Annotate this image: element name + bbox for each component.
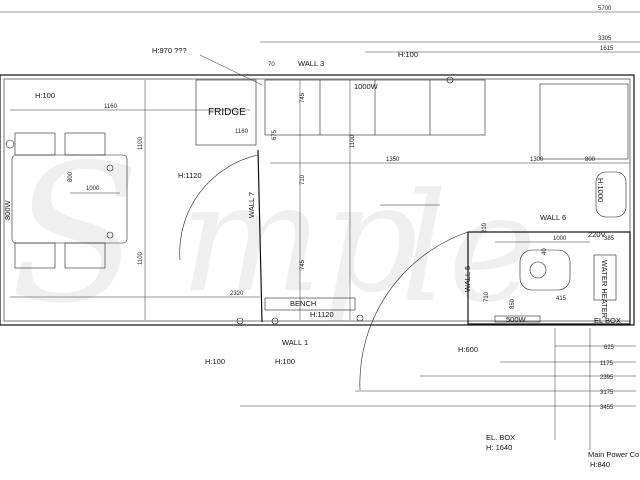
chair-3 <box>14 242 56 269</box>
dim-745-b: 745 <box>300 259 306 270</box>
watt-top: 1000W <box>354 82 379 91</box>
bench-box <box>264 297 356 311</box>
toilet-bowl <box>529 261 547 279</box>
wall-7-line <box>257 149 263 323</box>
wall-1-label: WALL 1 <box>282 338 308 347</box>
dim-1100-c: 1100 <box>350 134 356 148</box>
main-power-height: H:840 <box>590 460 610 469</box>
height-bottom-mid: H:100 <box>275 357 295 366</box>
outer-wall-inner <box>3 78 631 322</box>
water-heater-box <box>593 254 617 301</box>
dim-1160: 1160 <box>104 104 118 110</box>
dim-850: 850 <box>510 298 516 309</box>
dim-210: 210 <box>482 222 488 233</box>
watt-bottom: 500W <box>506 315 527 324</box>
outlet-icon-bottom-left <box>236 317 244 325</box>
shower-tray <box>539 83 629 160</box>
voltage-label: 220V <box>588 230 606 239</box>
upper-dim-label-a: 3305 <box>598 36 612 42</box>
chair-2 <box>64 132 106 156</box>
fridge-box <box>195 79 257 146</box>
dim-40: 40 <box>542 248 548 255</box>
sink <box>595 171 627 218</box>
dim-415: 415 <box>556 296 567 302</box>
dim-1100-a: 1100 <box>138 136 144 150</box>
door-arc-right <box>359 231 469 391</box>
right-dim-625: 625 <box>604 345 615 351</box>
el-box-note: EL. BOX <box>486 433 515 442</box>
outlet-icon-bench <box>356 314 364 322</box>
overall-dim-label: 5700 <box>598 6 612 12</box>
bench-label: BENCH <box>290 299 316 308</box>
el-box-small-label: EL BOX <box>594 316 621 325</box>
upper-dim-label-b: 1615 <box>600 46 614 52</box>
dim-745-a: 745 <box>300 92 306 103</box>
outlet-icon-bottom-mid <box>271 317 279 325</box>
dim-70: 70 <box>268 62 275 68</box>
right-dim-1175: 1175 <box>600 361 614 367</box>
watermark: S <box>10 124 140 345</box>
dim-800-b: 800 <box>585 157 596 163</box>
bathroom-walls <box>467 231 631 325</box>
dim-800: 800 <box>68 171 74 182</box>
height-left: H:100 <box>35 91 55 100</box>
fridge-leader <box>199 54 263 86</box>
height-bottom-left: H:100 <box>205 357 225 366</box>
dim-710-b: 710 <box>484 291 490 302</box>
main-power-note: Main Power Co <box>588 450 639 459</box>
outer-wall <box>0 74 635 326</box>
table-marker-1 <box>106 164 114 172</box>
heater-strip <box>494 315 541 323</box>
outlet-icon-left <box>5 139 15 149</box>
dim-385: 385 <box>604 236 615 242</box>
right-dim-2395: 2395 <box>600 375 614 381</box>
watt-shower: H:1000 <box>596 178 605 202</box>
watt-left: 800W <box>3 199 12 220</box>
dim-1350: 1350 <box>386 157 400 163</box>
right-dim-3455: 3455 <box>600 405 614 411</box>
water-heater-label: WATER HEATER <box>600 260 609 319</box>
height-top: H:100 <box>398 50 418 59</box>
dim-1100-b: 1100 <box>138 251 144 265</box>
dim-675: 675 <box>272 129 278 140</box>
el-box-height: H: 1640 <box>486 443 512 452</box>
chair-1 <box>14 132 56 156</box>
fridge-label: FRIDGE <box>208 107 246 118</box>
door-arc-left <box>179 154 259 261</box>
dim-1160b: 1160 <box>235 129 249 135</box>
table-marker-2 <box>106 231 114 239</box>
wall-6-label: WALL 6 <box>540 213 566 222</box>
wall-7-label: WALL 7 <box>247 192 256 218</box>
height-bench: H:1120 <box>310 310 334 319</box>
dim-2320: 2320 <box>230 291 244 297</box>
wall-3-label: WALL 3 <box>298 59 324 68</box>
chair-4 <box>64 242 106 269</box>
dim-1000: 1000 <box>86 186 100 192</box>
dim-1000-b: 1000 <box>553 236 567 242</box>
height-arc: H:1120 <box>178 171 202 180</box>
height-fridge: H:970 ??? <box>152 46 187 55</box>
toilet <box>519 249 571 291</box>
right-dim-3175: 3175 <box>600 390 614 396</box>
dim-710: 710 <box>300 174 306 185</box>
wall-5-label: WALL 5 <box>463 266 472 292</box>
height-600: H:600 <box>458 345 478 354</box>
dim-1300: 1300 <box>530 157 544 163</box>
outlet-icon-top <box>446 76 454 84</box>
